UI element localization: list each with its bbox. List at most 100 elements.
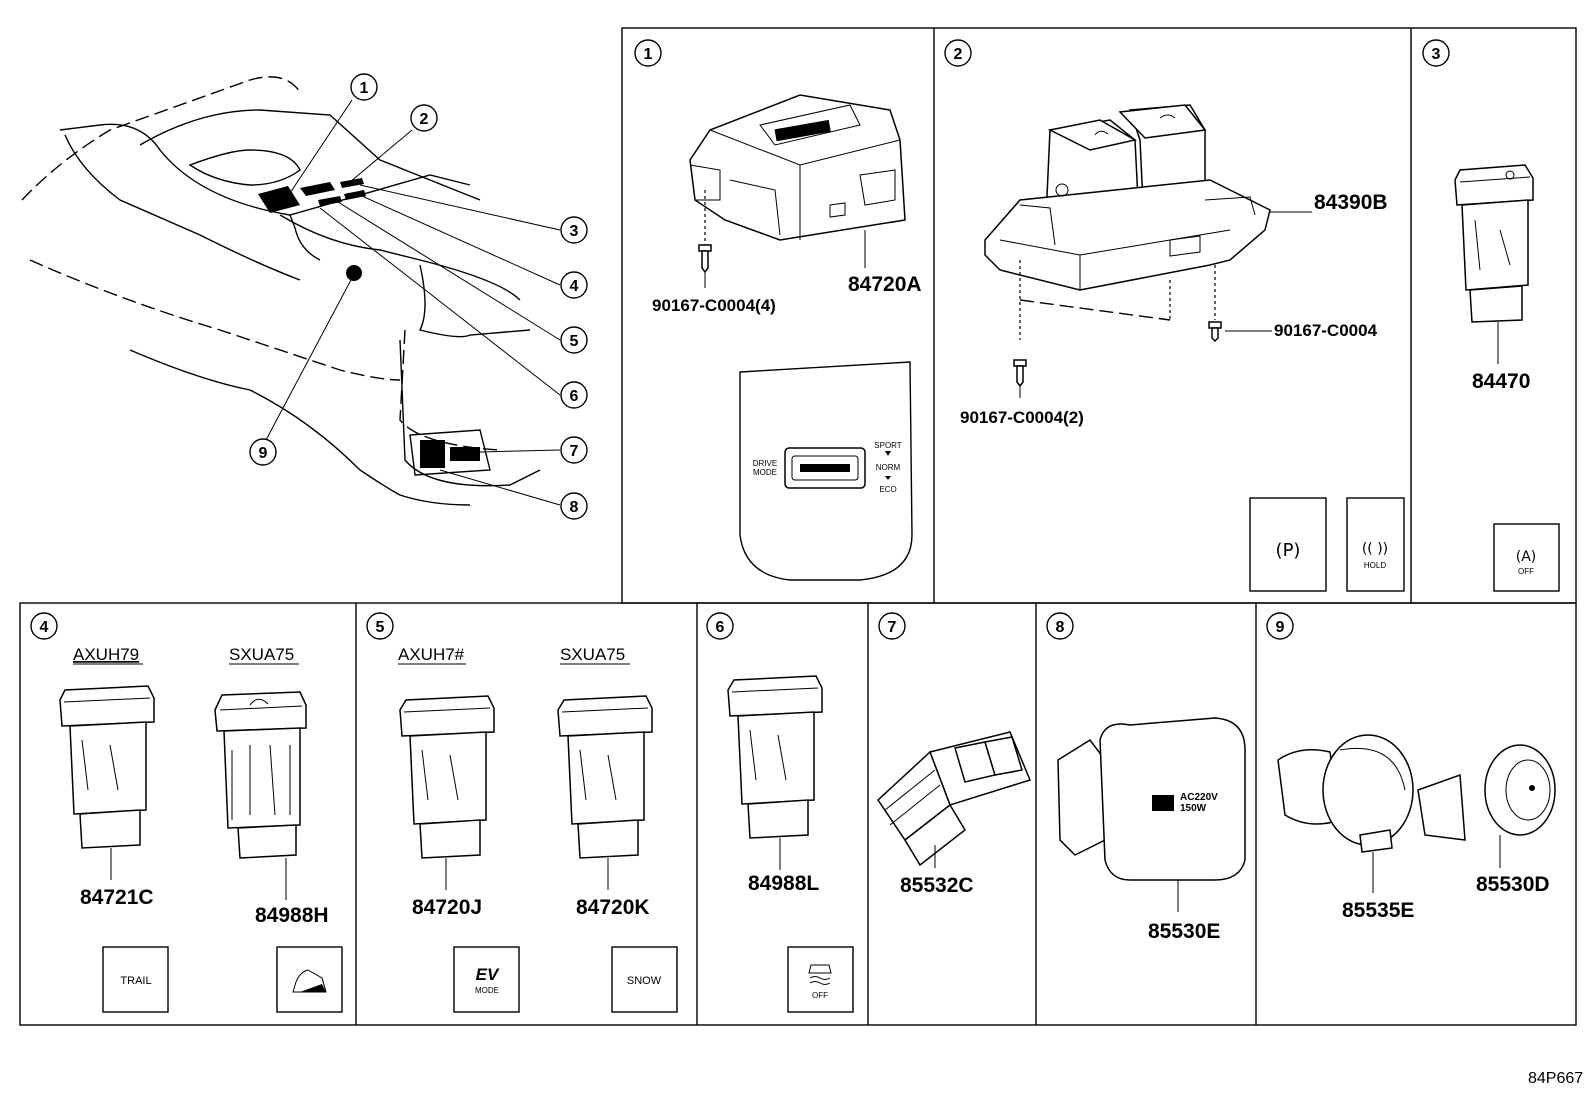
ev-mode-icon-caption: MODE [475, 986, 499, 995]
ev-switch-part-number: 84720J [412, 896, 482, 919]
trail-icon-text: TRAIL [120, 975, 151, 987]
panel-number-7-label: 7 [888, 619, 897, 636]
traction-control-off-icon-box [787, 946, 854, 1013]
drive-mode-label-2: MODE [753, 468, 777, 477]
brake-hold-icon: (( )) [1362, 541, 1388, 557]
snow-switch-84720k [557, 695, 653, 890]
snow-icon-text: SNOW [627, 975, 662, 987]
panel-number-4 [30, 612, 58, 640]
panel-number-6-label: 6 [716, 619, 725, 636]
callout-circle-9 [249, 438, 277, 466]
brake-hold-caption: HOLD [1364, 561, 1386, 570]
auto-switch-84470 [1454, 164, 1534, 364]
socket-cover-85535e [1277, 734, 1414, 893]
callout-label-4: 4 [570, 278, 579, 295]
panel-number-6 [706, 612, 734, 640]
ev-mode-icon-text: EV [476, 965, 500, 984]
mode-sport: SPORT [874, 441, 902, 450]
screw-right-part-number: 90167-C0004 [1274, 321, 1378, 340]
panel-4: 4 AXUH79 SXUA75 84721C 84988H TRAIL [30, 612, 343, 1013]
traction-control-off-icon [808, 964, 832, 985]
panel-number-8-label: 8 [1056, 619, 1065, 636]
ev-mode-icon-box [453, 946, 520, 1013]
panel-number-1 [634, 39, 662, 67]
callout-circle-7 [560, 436, 588, 464]
panel-number-1-label: 1 [644, 46, 653, 63]
switch-part-number: 84720A [848, 273, 922, 296]
panel-number-2 [944, 39, 972, 67]
panel-1: 1 90167-C0004(4) 84720A DRIVE M [634, 39, 922, 581]
diagram-code: 84P667 [1528, 1070, 1583, 1087]
panel-number-5-label: 5 [376, 619, 385, 636]
model-sxua75-b: SXUA75 [560, 645, 625, 664]
auto-off-icon-box [1493, 523, 1560, 592]
panel-number-3-label: 3 [1432, 46, 1441, 63]
callout-circle-8 [560, 492, 588, 520]
panel-3: 3 84470 (A) OFF [1422, 39, 1560, 592]
callout-circle-3 [560, 216, 588, 244]
hill-switch-84988h [214, 691, 307, 900]
switch-85532c-part-number: 85532C [900, 874, 974, 897]
brake-hold-icon-box [1346, 497, 1405, 592]
panel-6: 6 84988L OFF [706, 612, 854, 1013]
trac-off-switch-84988l [727, 675, 823, 870]
overview-callouts: 1 2 3 4 5 6 7 8 9 [249, 73, 588, 520]
callout-label-9: 9 [259, 445, 268, 462]
mode-norm: NORM [876, 463, 901, 472]
snow-switch-part-number: 84720K [576, 896, 650, 919]
callout-label-1: 1 [360, 80, 369, 97]
callout-circle-4 [560, 271, 588, 299]
callout-label-2: 2 [420, 111, 429, 128]
panel-number-9 [1266, 612, 1294, 640]
parking-brake-icon: (P) [1276, 540, 1301, 561]
auto-off-caption: OFF [1518, 567, 1534, 576]
panel-2: 2 84390 [944, 39, 1405, 592]
callout-circle-1 [350, 73, 378, 101]
parking-brake-icon-box [1249, 497, 1327, 592]
hill-descent-icon-box [276, 946, 343, 1013]
traction-control-off-caption: OFF [812, 991, 828, 1000]
screw-90167-c0004-4 [698, 244, 712, 288]
console-overview [21, 76, 561, 506]
panel-frames [19, 27, 1577, 1026]
outlet-wattage: 150W [1180, 803, 1207, 814]
trail-icon-box [102, 946, 169, 1013]
auto-off-icon: (A) [1516, 549, 1537, 565]
callout-circle-6 [560, 381, 588, 409]
panel-5: 5 AXUH7# SXUA75 84720J 84720K EV MODE SN… [366, 612, 678, 1013]
callout-label-5: 5 [570, 333, 579, 350]
panel-7: 7 85532C [877, 612, 1032, 897]
panel-number-3 [1422, 39, 1450, 67]
panel-number-2-label: 2 [954, 46, 963, 63]
panel-number-7 [878, 612, 906, 640]
panel-8: 8 AC220V 150W 85530E [1046, 612, 1246, 943]
drive-mode-label-1: DRIVE [753, 459, 777, 468]
auto-switch-part-number: 84470 [1472, 370, 1530, 393]
panel-9: 9 85535E 85530D [1266, 612, 1556, 922]
model-axuh79: AXUH79 [73, 645, 139, 664]
parking-brake-part-number: 84390B [1314, 191, 1388, 214]
screw-90167-c0004-left [1013, 359, 1027, 398]
callout-label-3: 3 [570, 223, 579, 240]
screw-90167-c0004-right [1208, 321, 1222, 343]
model-axuh7x: AXUH7# [398, 645, 465, 664]
trail-switch-part-number: 84721C [80, 886, 154, 909]
callout-circle-5 [560, 326, 588, 354]
callout-circle-2 [410, 104, 438, 132]
switch-assembly-85532c [877, 731, 1032, 868]
drive-mode-switch-assembly [689, 94, 906, 245]
socket-cover-part-number: 85535E [1342, 899, 1414, 922]
ev-mode-switch-84720j [399, 695, 495, 890]
model-sxua75-a: SXUA75 [229, 645, 294, 664]
panel-number-8 [1046, 612, 1074, 640]
hill-descent-icon [292, 969, 327, 993]
panel-number-5 [366, 612, 394, 640]
panel-number-4-label: 4 [40, 619, 49, 636]
drive-mode-panel: DRIVE MODE SPORT NORM ECO [739, 361, 913, 581]
power-socket-part-number: 85530D [1476, 873, 1550, 896]
callout-label-7: 7 [570, 443, 579, 460]
callout-label-8: 8 [570, 499, 579, 516]
ac-outlet-85530e [1057, 717, 1246, 881]
trac-off-part-number: 84988L [748, 872, 819, 895]
